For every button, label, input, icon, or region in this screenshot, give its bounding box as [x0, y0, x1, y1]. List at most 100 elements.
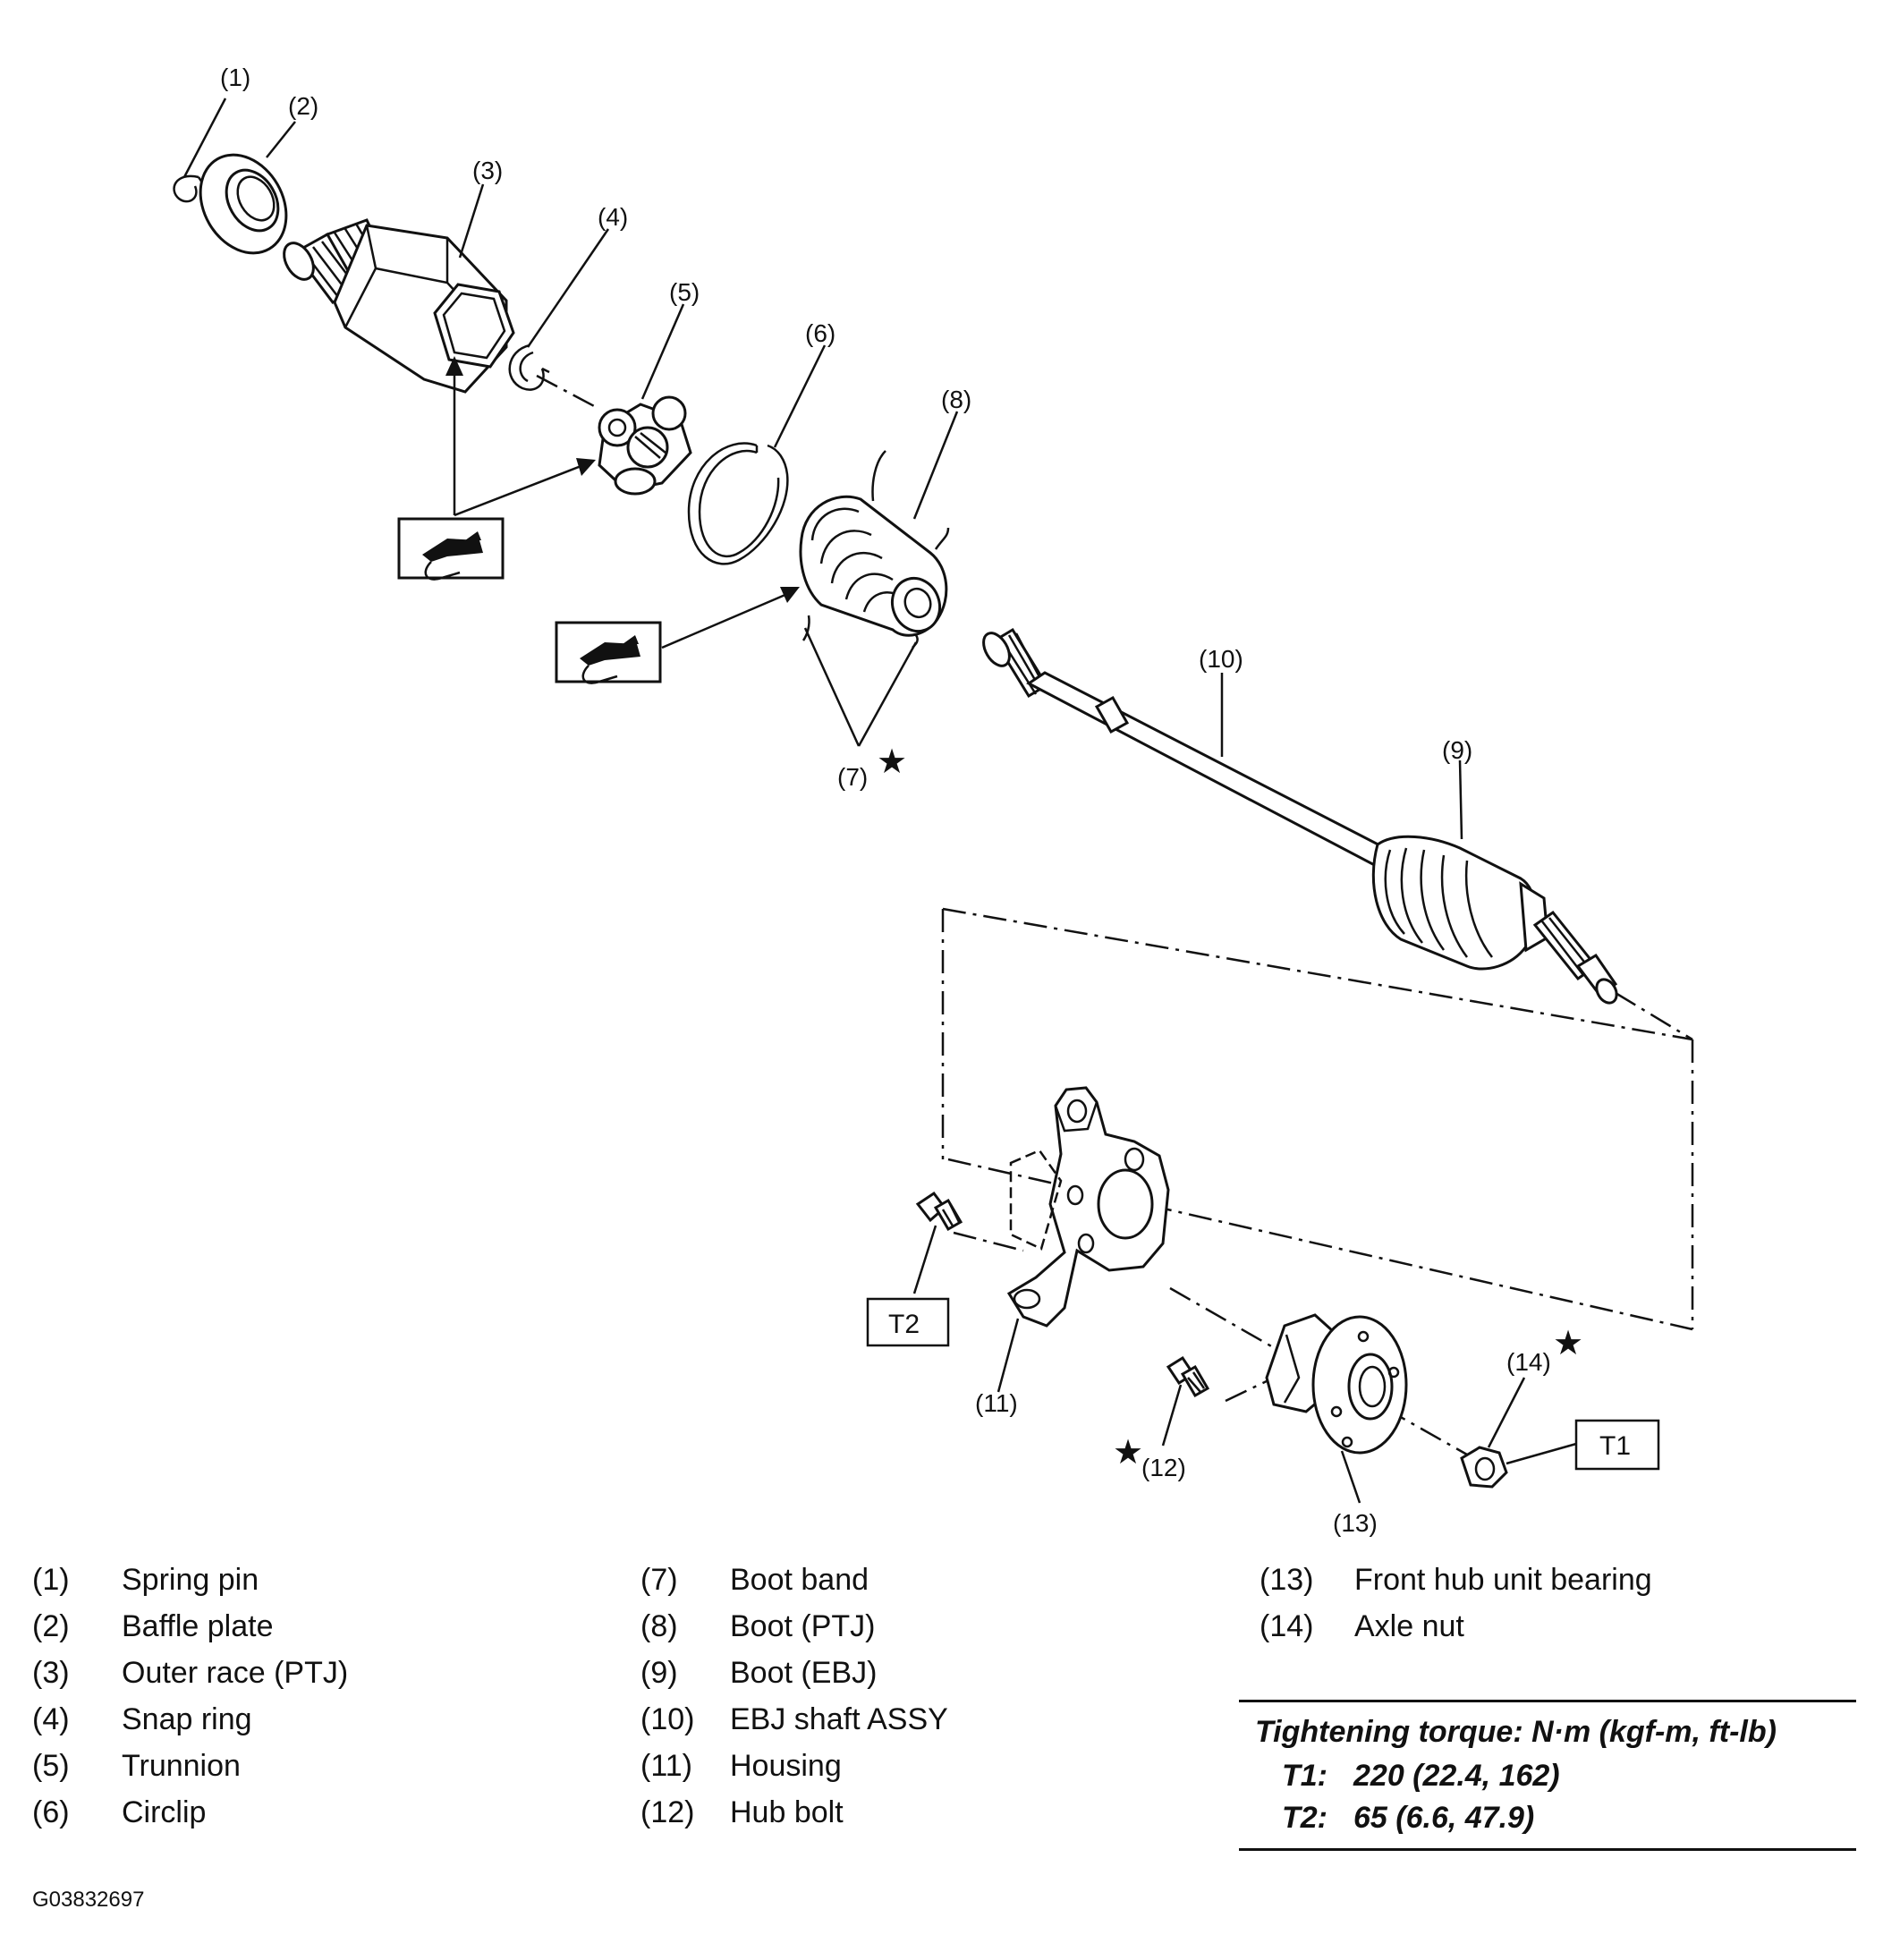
axis-line-1 — [536, 374, 598, 410]
axle-nut — [1460, 1446, 1508, 1489]
callout-4: (4) — [598, 203, 628, 231]
legend-item: (6)Circlip — [32, 1789, 348, 1836]
torque-spec-value: 65 (6.6, 47.9) — [1353, 1801, 1535, 1835]
housing — [1006, 1086, 1170, 1328]
torque-spec-t1: T1: 220 (22.4, 162) — [1239, 1755, 1856, 1797]
star-7: ★ — [877, 742, 907, 781]
callout-8: (8) — [941, 386, 971, 413]
legend-item: (3) Outer race (PTJ) — [32, 1650, 348, 1696]
torque-title: Tightening torque: N·m (kgf-m, ft-lb) — [1255, 1715, 1777, 1749]
torque-spec-value: 220 (22.4, 162) — [1353, 1759, 1560, 1793]
legend-item: (13) Front hub unit bearing — [1260, 1557, 1652, 1603]
axis-line-shaft — [1615, 991, 1693, 1041]
legend-item-number: (3) — [32, 1656, 70, 1690]
grease-arrow-1b — [454, 463, 584, 517]
legend-item-number: (7) — [640, 1563, 678, 1597]
leader-t1 — [1506, 1442, 1577, 1465]
snap-ring — [508, 344, 550, 391]
leader-6 — [773, 344, 827, 448]
axis-line-bolt — [953, 1231, 1024, 1252]
legend-item: (5) Trunnion — [32, 1743, 348, 1789]
callout-7: (7) — [837, 763, 868, 791]
callout-13: (13) — [1333, 1509, 1378, 1537]
legend-column-1: (1) Spring pin (2) Baffle plate (3) Outer rac… — [32, 1557, 348, 1836]
callout-14: (14) — [1506, 1348, 1551, 1376]
leader-2 — [266, 121, 296, 158]
leader-1 — [182, 98, 227, 178]
torque-box-t1: T1 — [1574, 1419, 1660, 1471]
leader-8 — [912, 411, 959, 520]
star-12: ★ — [1113, 1432, 1143, 1472]
legend-item-name: Spring pin — [122, 1563, 259, 1597]
callout-10: (10) — [1199, 645, 1243, 673]
legend-item-name: Hub bolt — [730, 1795, 844, 1829]
leader-13 — [1340, 1450, 1361, 1504]
torque-box-t2: T2 — [866, 1297, 950, 1347]
legend-item-name: Boot band — [730, 1563, 869, 1597]
callout-3: (3) — [472, 157, 503, 184]
outer-race-ptj — [283, 218, 515, 394]
legend-item-name: EBJ shaft ASSY — [730, 1702, 948, 1736]
callout-6: (6) — [805, 319, 835, 347]
legend-item: (4)Snap ring — [32, 1696, 348, 1743]
legend-item: (1) Spring pin — [32, 1557, 348, 1603]
legend-item: (7) Boot band — [640, 1557, 948, 1603]
legend-column-2: (7) Boot band (8)Boot (PTJ) (9) Boot (EBJ) (1… — [640, 1557, 948, 1836]
callout-2: (2) — [288, 92, 318, 120]
grease-icon — [422, 531, 483, 581]
leader-7b — [857, 641, 918, 747]
legend-item: (10) EBJ shaft ASSY — [640, 1696, 948, 1743]
callout-1: (1) — [220, 64, 250, 91]
hub-bolt — [1166, 1355, 1210, 1398]
legend-item-name: Front hub unit bearing — [1354, 1563, 1652, 1597]
front-hub-unit-bearing — [1265, 1313, 1408, 1455]
grease-icon — [580, 635, 640, 684]
legend-item-number: (1) — [32, 1563, 70, 1597]
legend-item-name: Outer race (PTJ) — [122, 1656, 349, 1690]
callout-9: (9) — [1442, 736, 1472, 764]
legend-item-number: (10) — [640, 1702, 695, 1736]
boot-ptj — [799, 450, 950, 649]
legend-item-number: (2) — [32, 1609, 70, 1643]
legend-item-name: Snap ring — [122, 1702, 252, 1736]
tightening-torque-table: Tightening torque: N·m (kgf-m, ft-lb) T1… — [1239, 1700, 1856, 1851]
leader-7a — [803, 627, 861, 747]
legend-item-name: Housing — [730, 1749, 842, 1783]
legend-item: (2) Baffle plate — [32, 1603, 348, 1650]
leader-t2 — [912, 1225, 937, 1294]
grease-marker-1 — [397, 517, 505, 581]
legend-item-name: Baffle plate — [122, 1609, 274, 1643]
torque-spec-key: T1: — [1282, 1759, 1327, 1793]
legend-item: (11)Housing — [640, 1743, 948, 1789]
figure-code: G03832697 — [32, 1888, 145, 1912]
legend-item-number: (5) — [32, 1749, 70, 1783]
legend-item-number: (8) — [640, 1609, 678, 1643]
leader-9 — [1458, 759, 1463, 840]
legend-item: (9) Boot (EBJ) — [640, 1650, 948, 1696]
leader-4 — [526, 228, 610, 348]
legend-item-name: Axle nut — [1354, 1609, 1464, 1643]
torque-spec-t2: T2: 65 (6.6, 47.9) — [1239, 1797, 1856, 1839]
housing-bolt — [915, 1191, 963, 1232]
callout-12: (12) — [1141, 1454, 1186, 1481]
legend-item-name: Boot (EBJ) — [730, 1656, 878, 1690]
legend-item-number: (6) — [32, 1795, 70, 1829]
legend-column-3: (13) Front hub unit bearing (14) Axle nut — [1260, 1557, 1652, 1650]
ebj-shaft-assy — [982, 627, 1618, 1005]
assembly-line-top — [942, 907, 1693, 1041]
torque-rule-bottom — [1239, 1848, 1856, 1851]
leader-3 — [458, 183, 485, 259]
legend-item-number: (14) — [1260, 1609, 1314, 1643]
legend-item-number: (9) — [640, 1656, 678, 1690]
torque-box-t1-label: T1 — [1599, 1431, 1631, 1461]
legend-item-number: (12) — [640, 1795, 695, 1829]
legend-item-number: (13) — [1260, 1563, 1314, 1597]
exploded-view-diagram: (1) (2) (3) (4) — [173, 64, 1694, 1537]
star-14: ★ — [1553, 1323, 1583, 1362]
legend-item-name: Trunnion — [122, 1749, 241, 1783]
trunnion — [598, 395, 692, 496]
baffle-plate — [199, 153, 288, 255]
circlip — [687, 442, 789, 565]
legend-item: (12) Hub bolt — [640, 1789, 948, 1836]
legend-item: (8)Boot (PTJ) — [640, 1603, 948, 1650]
